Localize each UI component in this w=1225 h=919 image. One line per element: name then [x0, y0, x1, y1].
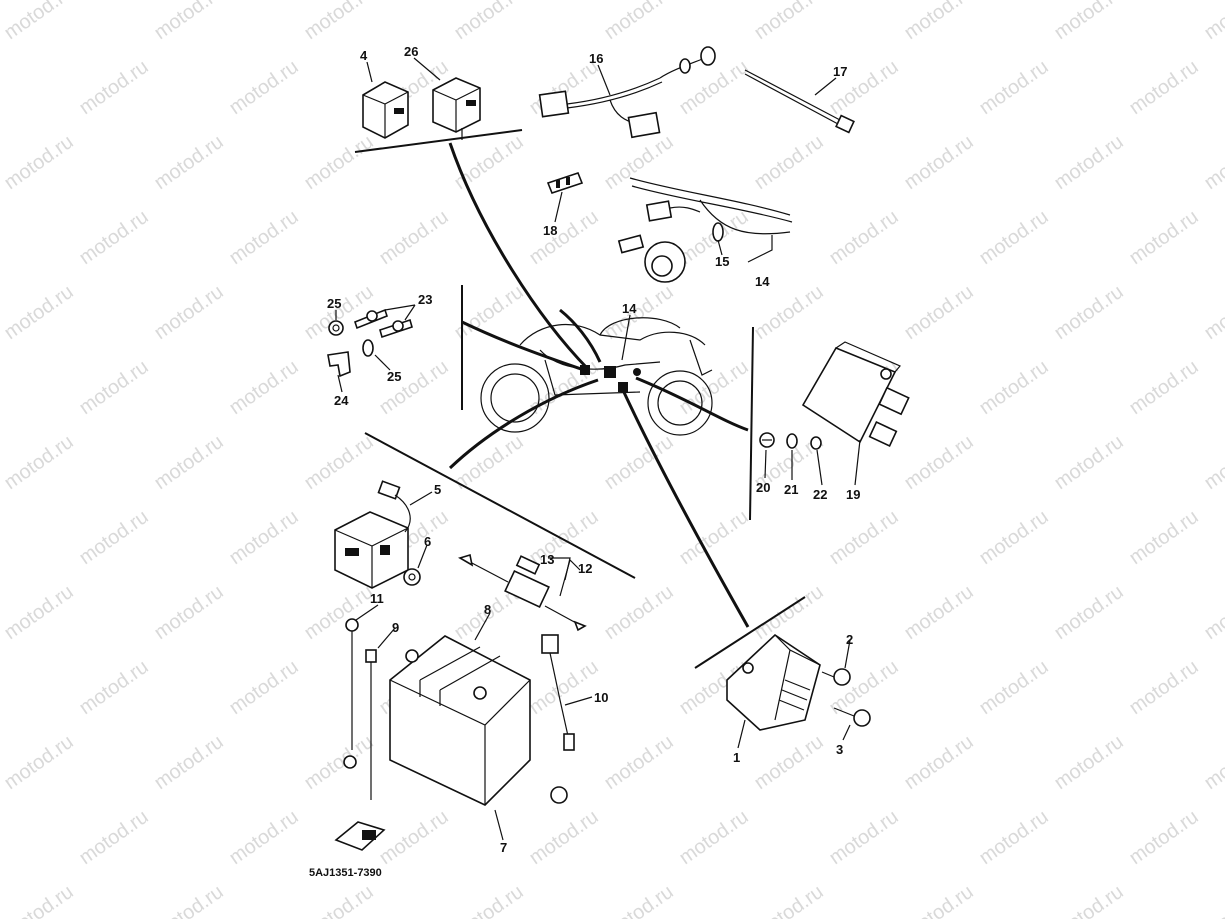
washer-part-22: [810, 436, 822, 450]
lead-part-11: [343, 618, 359, 769]
fuse-part-13: [515, 555, 541, 575]
callout-17: 17: [833, 64, 847, 79]
callout-4: 4: [360, 48, 368, 63]
clip-part-18: [546, 172, 584, 194]
callout-14-mid: 14: [622, 301, 637, 316]
bolt-part-2: [821, 668, 851, 686]
callout-24: 24: [334, 393, 349, 408]
nut-part-25-top: [328, 320, 344, 336]
leader-ecu: [635, 376, 749, 432]
callout-25-top: 25: [327, 296, 341, 311]
bracket-part-24: [327, 351, 351, 378]
regulator-part-1: [726, 633, 821, 731]
harness-junction: [580, 365, 641, 392]
bolts-part-23: [354, 308, 413, 339]
arrow-tag: [334, 821, 386, 851]
washer-part-25-bottom: [362, 339, 374, 357]
lead-part-9: [365, 649, 377, 800]
bracket-ecu-group: [749, 326, 754, 521]
callout-1: 1: [733, 750, 740, 765]
callout-3: 3: [836, 742, 843, 757]
callout-14-top: 14: [755, 274, 770, 289]
leader-harness: [559, 308, 602, 363]
wire-harness-part-14: [617, 177, 793, 283]
callout-9: 9: [392, 620, 399, 635]
callout-19: 19: [846, 487, 860, 502]
callout-5: 5: [434, 482, 441, 497]
relay-part-26: [432, 77, 481, 140]
callout-21: 21: [784, 482, 798, 497]
callout-16: 16: [589, 51, 603, 66]
leader-left-bolts: [461, 320, 585, 372]
callout-8: 8: [484, 602, 491, 617]
bracket-relays: [354, 129, 523, 153]
washer-part-21: [786, 433, 798, 449]
callout-10: 10: [594, 690, 608, 705]
callout-23: 23: [418, 292, 432, 307]
callout-25-bottom: 25: [387, 369, 401, 384]
callout-22: 22: [813, 487, 827, 502]
battery-part-7: [389, 635, 531, 806]
bracket-rectifier-group: [364, 432, 636, 579]
screw-part-20: [759, 432, 775, 448]
bracket-regulator: [694, 596, 806, 669]
leader-rectifier: [448, 378, 599, 470]
fuse-holder-part-12: [458, 553, 587, 632]
callout-20: 20: [756, 480, 770, 495]
rectifier-part-5: [334, 480, 411, 589]
part-code: 5AJ1351-7390: [309, 867, 382, 879]
callout-7: 7: [500, 840, 507, 855]
callout-6: 6: [424, 534, 431, 549]
callout-13: 13: [540, 552, 554, 567]
callout-18: 18: [543, 223, 557, 238]
callout-leaders: [335, 57, 861, 841]
relay-part-4: [362, 81, 409, 139]
nut-part-6: [403, 568, 421, 586]
ground-lead-part-10: [541, 634, 575, 804]
callout-11: 11: [370, 591, 384, 606]
sub-harness-part-16: [538, 46, 716, 139]
ecu-part-19: [801, 341, 910, 447]
callout-2: 2: [846, 632, 853, 647]
bolt-part-3: [833, 707, 871, 727]
callout-12: 12: [578, 561, 592, 576]
battery-band-part-8: [419, 646, 501, 706]
cable-tie-part-17: [744, 69, 855, 134]
leader-regulator: [620, 387, 750, 628]
callout-26: 26: [404, 44, 418, 59]
leader-relays: [448, 142, 590, 371]
callout-15: 15: [715, 254, 729, 269]
